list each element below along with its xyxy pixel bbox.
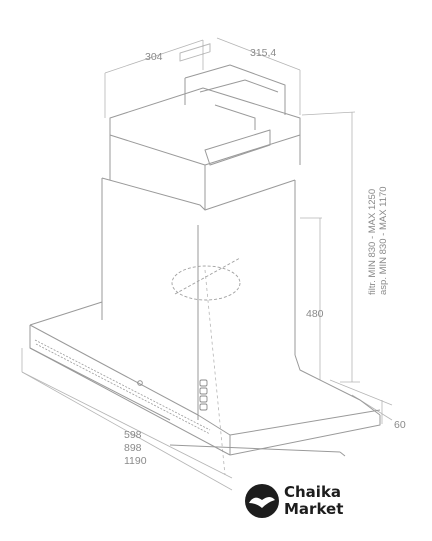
dim-canopy-height: 480 bbox=[306, 308, 324, 320]
brand-logo: Chaika Market bbox=[245, 483, 343, 518]
dim-top-depth: 304 bbox=[145, 51, 163, 63]
dim-width-898: 898 bbox=[124, 442, 142, 454]
dim-width-598: 598 bbox=[124, 429, 142, 441]
vent-slots bbox=[34, 339, 211, 435]
dim-height-asp: asp. MIN 830 - MAX 1170 bbox=[378, 186, 389, 295]
dim-top-width: 315,4 bbox=[250, 47, 276, 59]
hood-outline bbox=[29, 43, 381, 457]
control-panel bbox=[137, 379, 208, 411]
filter-oval bbox=[171, 257, 241, 301]
dimension-lines bbox=[21, 37, 393, 491]
brand-name-line2: Market bbox=[284, 500, 343, 518]
dim-canopy-thickness: 60 bbox=[394, 419, 406, 431]
dim-width-1190: 1190 bbox=[124, 455, 147, 467]
seagull-circle-icon bbox=[245, 484, 279, 518]
dim-height-filtr: filtr. MIN 830 - MAX 1250 bbox=[367, 189, 378, 295]
brand-name-line1: Chaika bbox=[284, 483, 341, 501]
